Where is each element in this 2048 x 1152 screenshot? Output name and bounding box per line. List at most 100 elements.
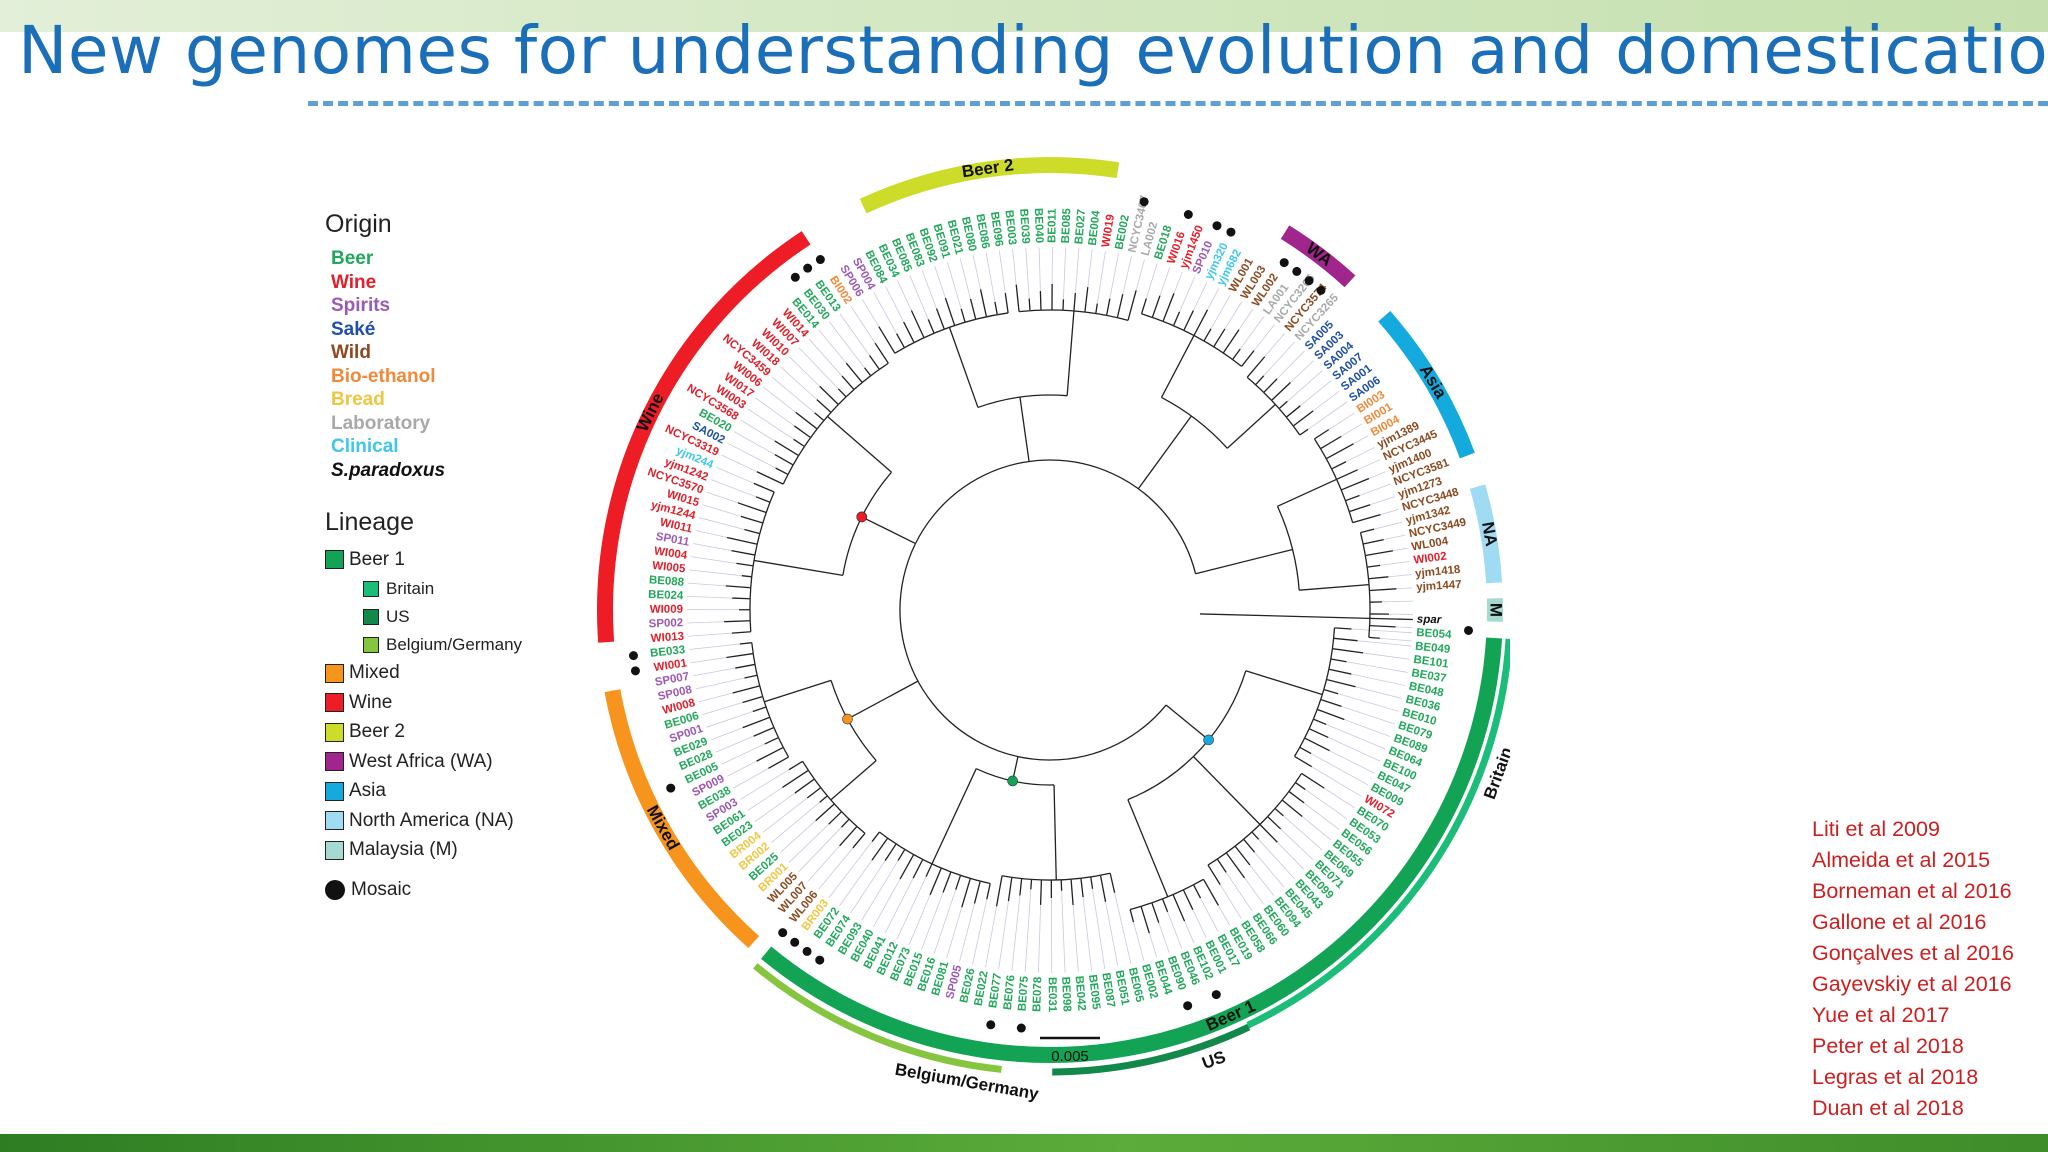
belgium-lineage-arc [753,963,1002,1073]
lineage-label: Mixed [349,662,400,684]
reference-item: Borneman et al 2016 [1812,879,2012,903]
tip-label: yjm1447 [1416,579,1462,594]
lineage-swatch [325,840,344,860]
tree-branches [686,247,1413,973]
lineage-label: US [386,606,410,626]
clade-node-marker [842,713,853,725]
reference-item: Legras et al 2018 [1812,1065,1979,1089]
us-lineage-arc [1052,1023,1251,1076]
beer1-lineage-arc [761,637,1503,1063]
lineage-item: Belgium/Germany [363,631,625,659]
phylogenetic-tree: sparBE054BE049BE101BE037BE048BE036BE010B… [597,155,1510,1104]
lineage-item: Britain [363,575,625,603]
mosaic-marker [986,1020,996,1030]
us-lineage-label: US [1199,1047,1228,1073]
tip-label: BE042 [1073,975,1088,1011]
tip-label: BE049 [1415,641,1451,656]
reference-item: Almeida et al 2015 [1812,848,1991,872]
mosaic-marker [1292,266,1302,276]
tip-label: spar [1417,614,1442,627]
scale-bar-label: 0.005 [1051,1048,1089,1065]
tip-label: WI001 [653,657,688,674]
wine-lineage-arc [597,231,811,643]
reference-item: Gayevskiy et al 2016 [1812,972,2012,996]
tip-label: BE004 [1087,209,1103,246]
clade-node-marker [1007,775,1018,787]
lineage-label: West Africa (WA) [349,750,493,772]
reference-item: Peter et al 2018 [1812,1034,1964,1058]
tip-label: BE003 [1002,209,1018,245]
lineage-swatch [325,811,344,831]
scale-bar: 0.005 [1040,1036,1100,1065]
lineage-swatch [325,781,344,801]
mosaic-marker [628,651,638,661]
lineage-swatch [325,752,344,772]
tip-label: BE085 [1060,207,1074,243]
top-accent-band [0,0,2048,32]
mosaic-marker [1226,227,1236,237]
lineage-arcs: Beer 1BritainUSBelgium/GermanyMixedWineB… [597,155,1510,1104]
lineage-heading: Lineage [325,508,414,536]
origin-item: S.paradoxus [331,459,446,481]
lineage-item: West Africa (WA) [325,747,625,777]
tip-label: BE031 [1046,977,1058,1013]
tip-label: BE039 [1017,208,1031,244]
origin-item: Beer [331,248,374,269]
lineage-swatch [363,580,379,597]
beer2-lineage-arc [859,157,1120,214]
tip-label: BE037 [1410,667,1447,685]
tip-label: BE088 [648,574,685,589]
tip-label: BE027 [1073,209,1088,245]
origin-item: Bio-ethanol [331,365,436,387]
tip-label: WI004 [653,545,688,562]
mosaic-marker [1211,990,1221,1000]
tip-label: BE101 [1413,654,1450,671]
origin-item: Spirits [331,295,391,316]
lineage-item: North America (NA) [325,806,625,836]
origin-item: Wine [331,271,377,293]
lineage-swatch [363,608,379,625]
lineage-swatch [325,722,344,742]
lineage-item: US [363,603,625,631]
bottom-accent-band [0,1134,2048,1152]
slide-title: New genomes for understanding evolution … [18,12,2048,89]
tip-label: BE078 [1031,976,1044,1012]
wine-lineage-label: Wine [633,390,668,435]
tip-label: BE040 [1032,208,1045,244]
mosaic-marker [1463,625,1473,635]
reference-item: Liti et al 2009 [1812,817,1940,841]
lineage-item: Malaysia (M) [325,836,625,866]
beer2-lineage-label: Beer 2 [961,155,1015,181]
mosaic-label: Mosaic [351,879,412,900]
mosaic-marker [815,255,825,265]
tip-label: WI019 [1100,214,1117,249]
reference-item: Gonçalves et al 2016 [1812,941,2014,965]
lineage-item: Beer 1 [325,545,625,575]
lineage-swatch [325,693,344,713]
mosaic-marker [1016,1023,1026,1033]
mosaic-marker [630,666,640,676]
mosaic-marker [666,783,676,793]
asia-lineage-arc [1378,310,1475,459]
origin-item: Clinical [331,436,399,457]
origin-item: Bread [331,389,385,410]
lineage-item: Beer 2 [325,718,625,748]
tip-label: BE024 [648,589,684,602]
tip-labels: sparBE054BE049BE101BE037BE048BE036BE010B… [646,194,1467,1012]
tip-label: yjm1418 [1415,564,1462,580]
na-lineage-label: NA [1478,520,1501,547]
m-lineage-label: M [1487,603,1506,617]
na-lineage-arc [1469,484,1503,584]
reference-item: Gallone et al 2016 [1812,910,1987,934]
tip-label: WI005 [652,560,687,576]
tip-label: BE098 [1059,976,1072,1012]
lineage-label: Britain [386,578,435,598]
tip-label: BE096 [988,211,1005,248]
tip-label: BE077 [987,972,1004,1009]
tip-label: BE095 [1086,974,1102,1011]
origin-heading: Origin [325,210,392,238]
